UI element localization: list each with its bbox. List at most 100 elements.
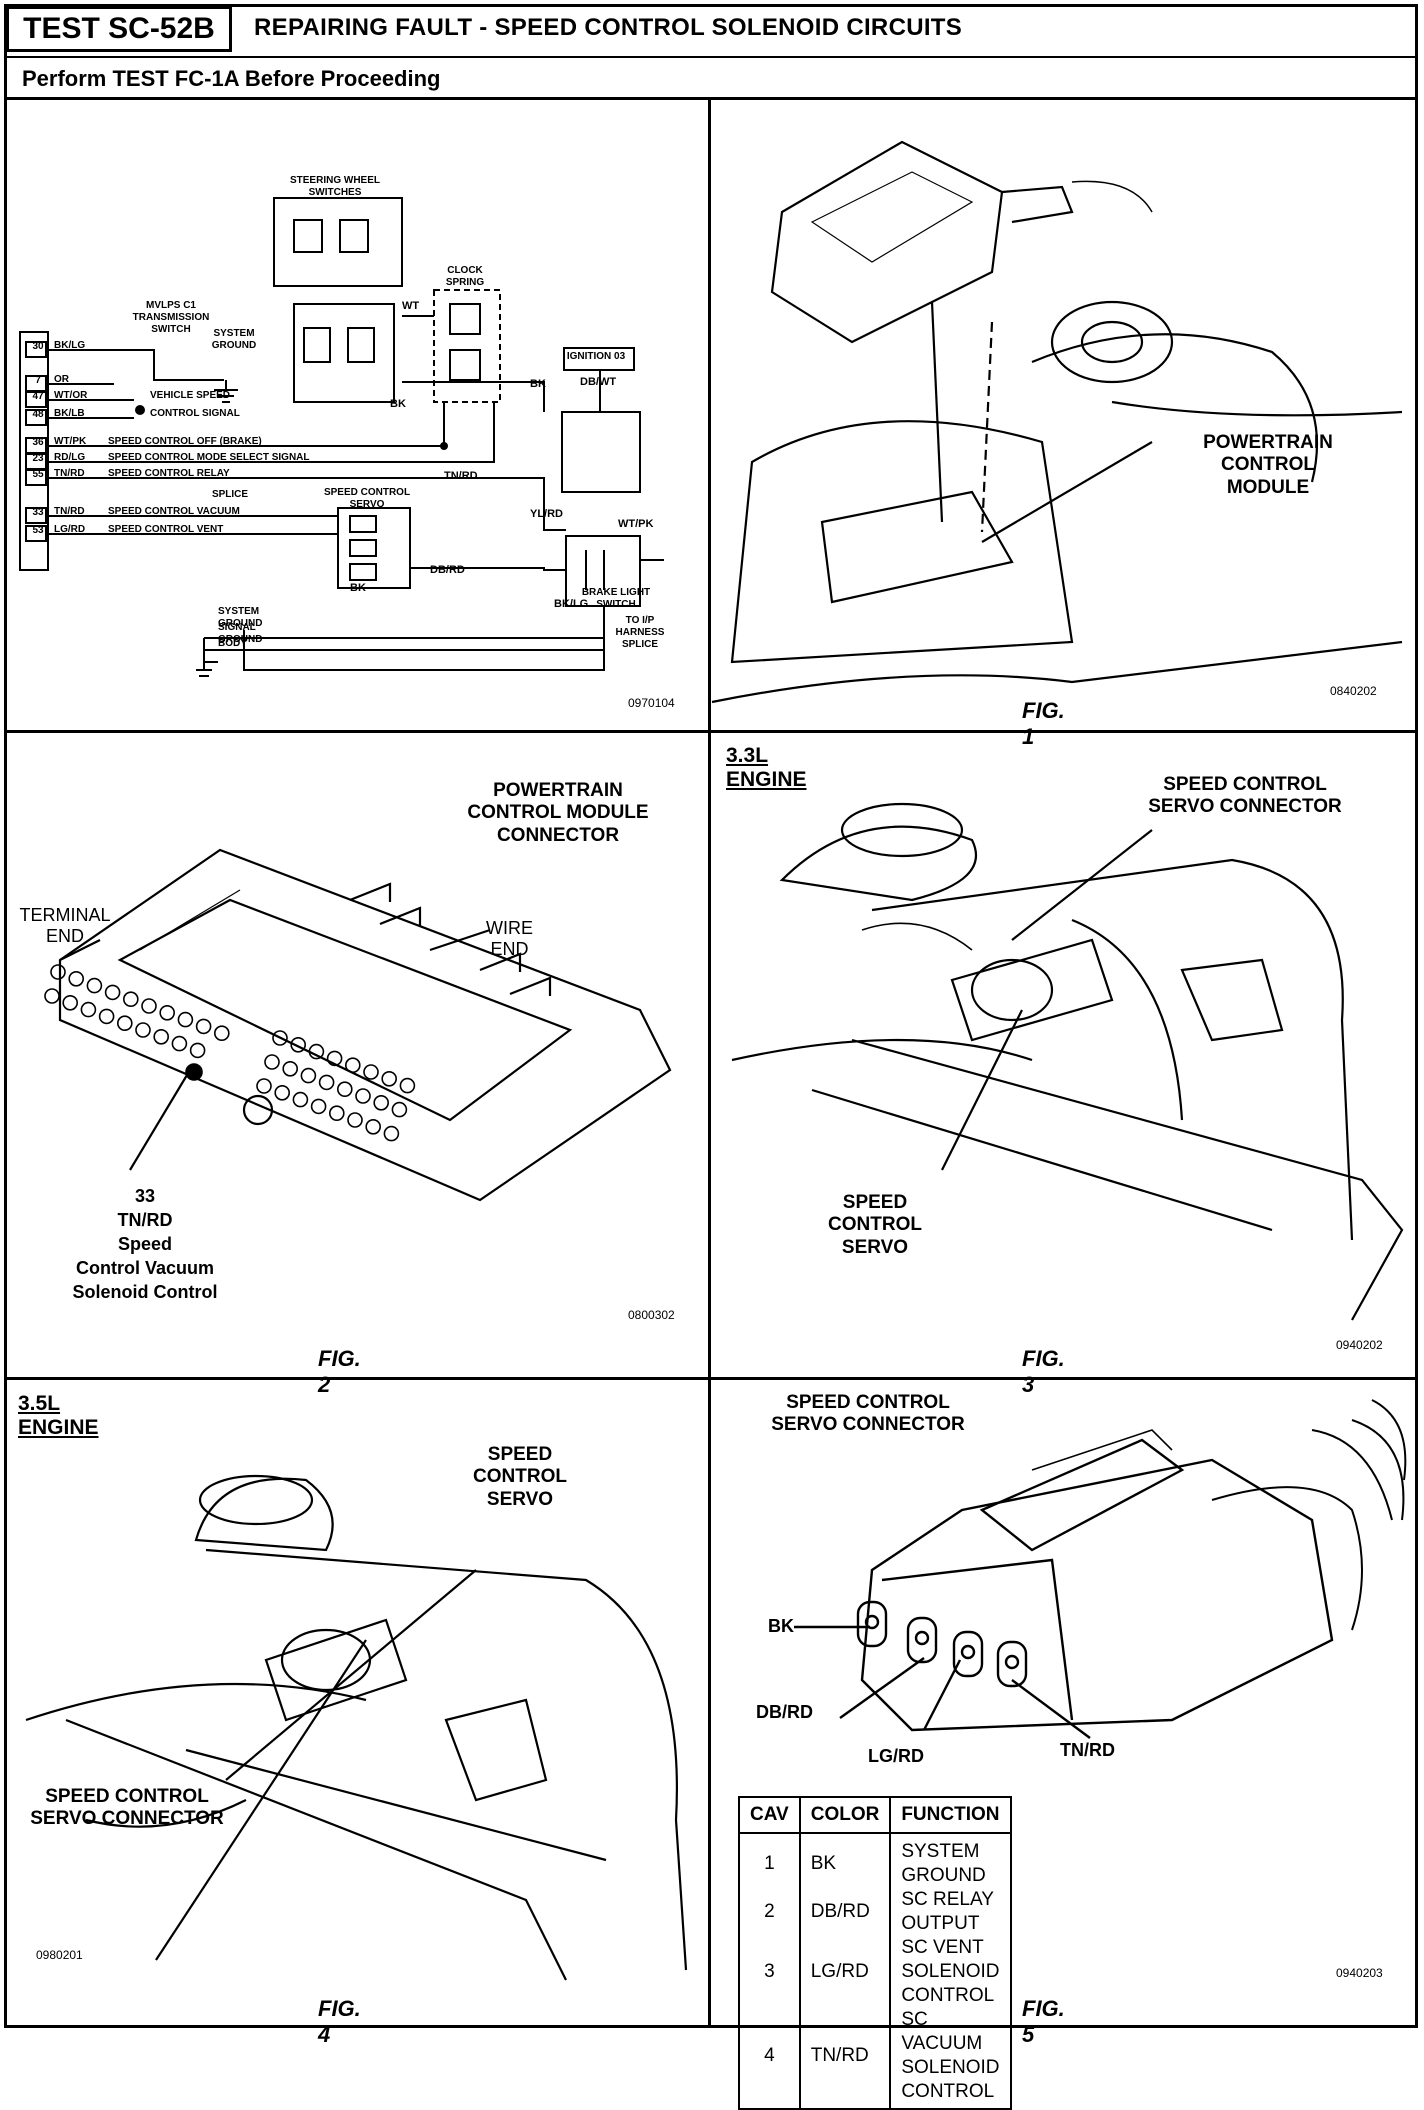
connector-pin <box>344 1057 361 1073</box>
schematic-label-dbwt: DB/WT <box>580 376 617 388</box>
table-cell-color: BK <box>798 1833 892 1888</box>
connector-pin <box>308 1043 325 1060</box>
schematic-wire-color: BK/LB <box>54 408 85 419</box>
fig2-terminal-end: TERMINAL END <box>19 905 111 947</box>
table-cell-color: LG/RD <box>798 1936 892 2008</box>
table-row: 4 TN/RD SC VACUUM SOLENOID CONTROL <box>738 2008 1012 2110</box>
schematic-label-ignition: IGNITION 03 <box>566 351 626 362</box>
schematic-pin-number: 53 <box>32 525 44 536</box>
connector-pin <box>300 1067 317 1084</box>
schematic-wire-text: CONTROL SIGNAL <box>150 408 240 419</box>
fig2-caption: FIG. 2 <box>318 1346 361 1397</box>
schematic-pin-number: 30 <box>32 341 44 352</box>
fig1-caption: FIG. 1 <box>1022 698 1065 749</box>
connector-pin <box>363 1064 379 1080</box>
schematic-label-ground2: SIGNAL GROUND <box>218 622 263 645</box>
connector-pin <box>123 991 139 1007</box>
connector-pin <box>355 1088 371 1104</box>
fig5-caption: FIG. 5 <box>1022 1996 1065 2047</box>
table-cell-cav: 3 <box>738 1936 801 2008</box>
grid-divider-vertical <box>708 100 711 2028</box>
schematic-label-dbrd: DB/RD <box>430 564 465 576</box>
connector-pin <box>214 1025 230 1041</box>
table-row: 1 BK SYSTEM GROUND <box>738 1833 1012 1888</box>
fig5-connector-illustration <box>794 1399 1407 1739</box>
schematic-pin-box <box>25 391 47 408</box>
connector-pin <box>177 1011 194 1028</box>
connector-pin <box>44 988 60 1004</box>
connector-pin <box>365 1118 382 1135</box>
connector-pin <box>171 1035 188 1052</box>
connector-pin <box>159 1005 175 1021</box>
schematic-wire-color: WT/OR <box>54 390 88 401</box>
servo-connector-terminal <box>1004 1654 1020 1670</box>
test-id-box: TEST SC-52B <box>6 6 232 52</box>
schematic-pin-number: 48 <box>32 409 44 420</box>
table-header-color: COLOR <box>798 1796 892 1834</box>
table-header-function: FUNCTION <box>889 1796 1012 1834</box>
connector-pin <box>117 1015 133 1031</box>
wiring-schematic <box>19 197 664 677</box>
fig3-code: 0940202 <box>1336 1338 1383 1352</box>
schematic-pin-number: 36 <box>32 437 44 448</box>
connector-pin <box>264 1054 280 1070</box>
connector-pin <box>189 1042 206 1059</box>
schematic-pin-box <box>25 341 47 358</box>
connector-pin <box>381 1070 398 1087</box>
fig3-section-title: 3.3L ENGINE <box>726 744 807 791</box>
schematic-label-ground1: SYSTEM GROUND <box>218 606 263 629</box>
fig1-label-pcm: POWERTRAIN CONTROL MODULE <box>1203 432 1333 498</box>
fig2-code: 0800302 <box>628 1308 675 1322</box>
fig2-pin-color: TN/RD <box>117 1210 173 1230</box>
connector-pin <box>80 1001 97 1018</box>
fig2-title: POWERTRAIN CONTROL MODULE CONNECTOR <box>467 780 649 846</box>
fig2-pin-number: 33 <box>134 1186 156 1206</box>
connector-pin <box>292 1091 309 1108</box>
schematic-label-splice: SPLICE <box>211 489 249 500</box>
schematic-label-servo: SPEED CONTROL SERVO <box>323 487 411 510</box>
schematic-pin-number: 33 <box>32 507 44 518</box>
schematic-label-body: BODY <box>218 638 247 649</box>
schematic-pin-number: 55 <box>32 469 44 480</box>
connector-pin <box>373 1094 390 1111</box>
schematic-pin-number: 7 <box>35 375 41 386</box>
fig4-caption: FIG. 4 <box>318 1996 361 2047</box>
schematic-pin-box <box>25 525 47 542</box>
table-cell-cav: 4 <box>738 2008 801 2110</box>
servo-connector-terminal <box>914 1630 930 1646</box>
subtitle: Perform TEST FC-1A Before Proceeding <box>22 66 441 91</box>
fig5-pinout-table: CAV COLOR FUNCTION 1 BK SYSTEM GROUND 2 … <box>738 1796 1012 2110</box>
table-cell-color: DB/RD <box>798 1888 892 1936</box>
fig2-connector-illustration <box>44 848 672 1202</box>
fig4-label-connector: SPEED CONTROL SERVO CONNECTOR <box>30 1786 224 1830</box>
connector-pin <box>153 1029 169 1045</box>
connector-pin <box>391 1101 408 1118</box>
schematic-wire-text: VEHICLE SPEED <box>150 390 231 401</box>
fig5-code: 0940203 <box>1336 1966 1383 1980</box>
subtitle-bar: Perform TEST FC-1A Before Proceeding <box>4 58 1418 100</box>
connector-pin <box>195 1018 212 1035</box>
schematic-pin-box <box>25 507 47 524</box>
fig2-pin-desc1: Speed <box>117 1234 173 1254</box>
table-cell-cav: 1 <box>738 1833 801 1888</box>
connector-pin <box>141 998 157 1014</box>
fig4-section-title: 3.5L ENGINE <box>18 1392 99 1439</box>
connector-pin <box>383 1125 400 1142</box>
fig3-illustration <box>731 802 1404 1321</box>
table-cell-function: SC RELAY OUTPUT <box>889 1888 1012 1936</box>
table-header-cav: CAV <box>738 1796 801 1834</box>
table-cell-function: SC VENT SOLENOID CONTROL <box>889 1936 1012 2008</box>
schematic-pin-box <box>25 409 47 426</box>
fig5-pin-dbrd: DB/RD <box>756 1702 813 1722</box>
schematic-label-tnrd: TN/RD <box>444 470 478 482</box>
connector-pin <box>274 1084 291 1101</box>
connector-pin <box>282 1061 299 1077</box>
connector-pin <box>290 1037 307 1053</box>
schematic-wire-text: SPEED CONTROL OFF (BRAKE) <box>108 436 262 447</box>
schematic-label-wtpk: WT/PK <box>618 518 654 530</box>
connector-pin <box>62 995 79 1011</box>
table-row: 2 DB/RD SC RELAY OUTPUT <box>738 1888 1012 1936</box>
table-cell-color: TN/RD <box>798 2008 892 2110</box>
fig2-pin-desc3: Solenoid Control <box>72 1282 218 1302</box>
connector-pin <box>256 1078 272 1094</box>
